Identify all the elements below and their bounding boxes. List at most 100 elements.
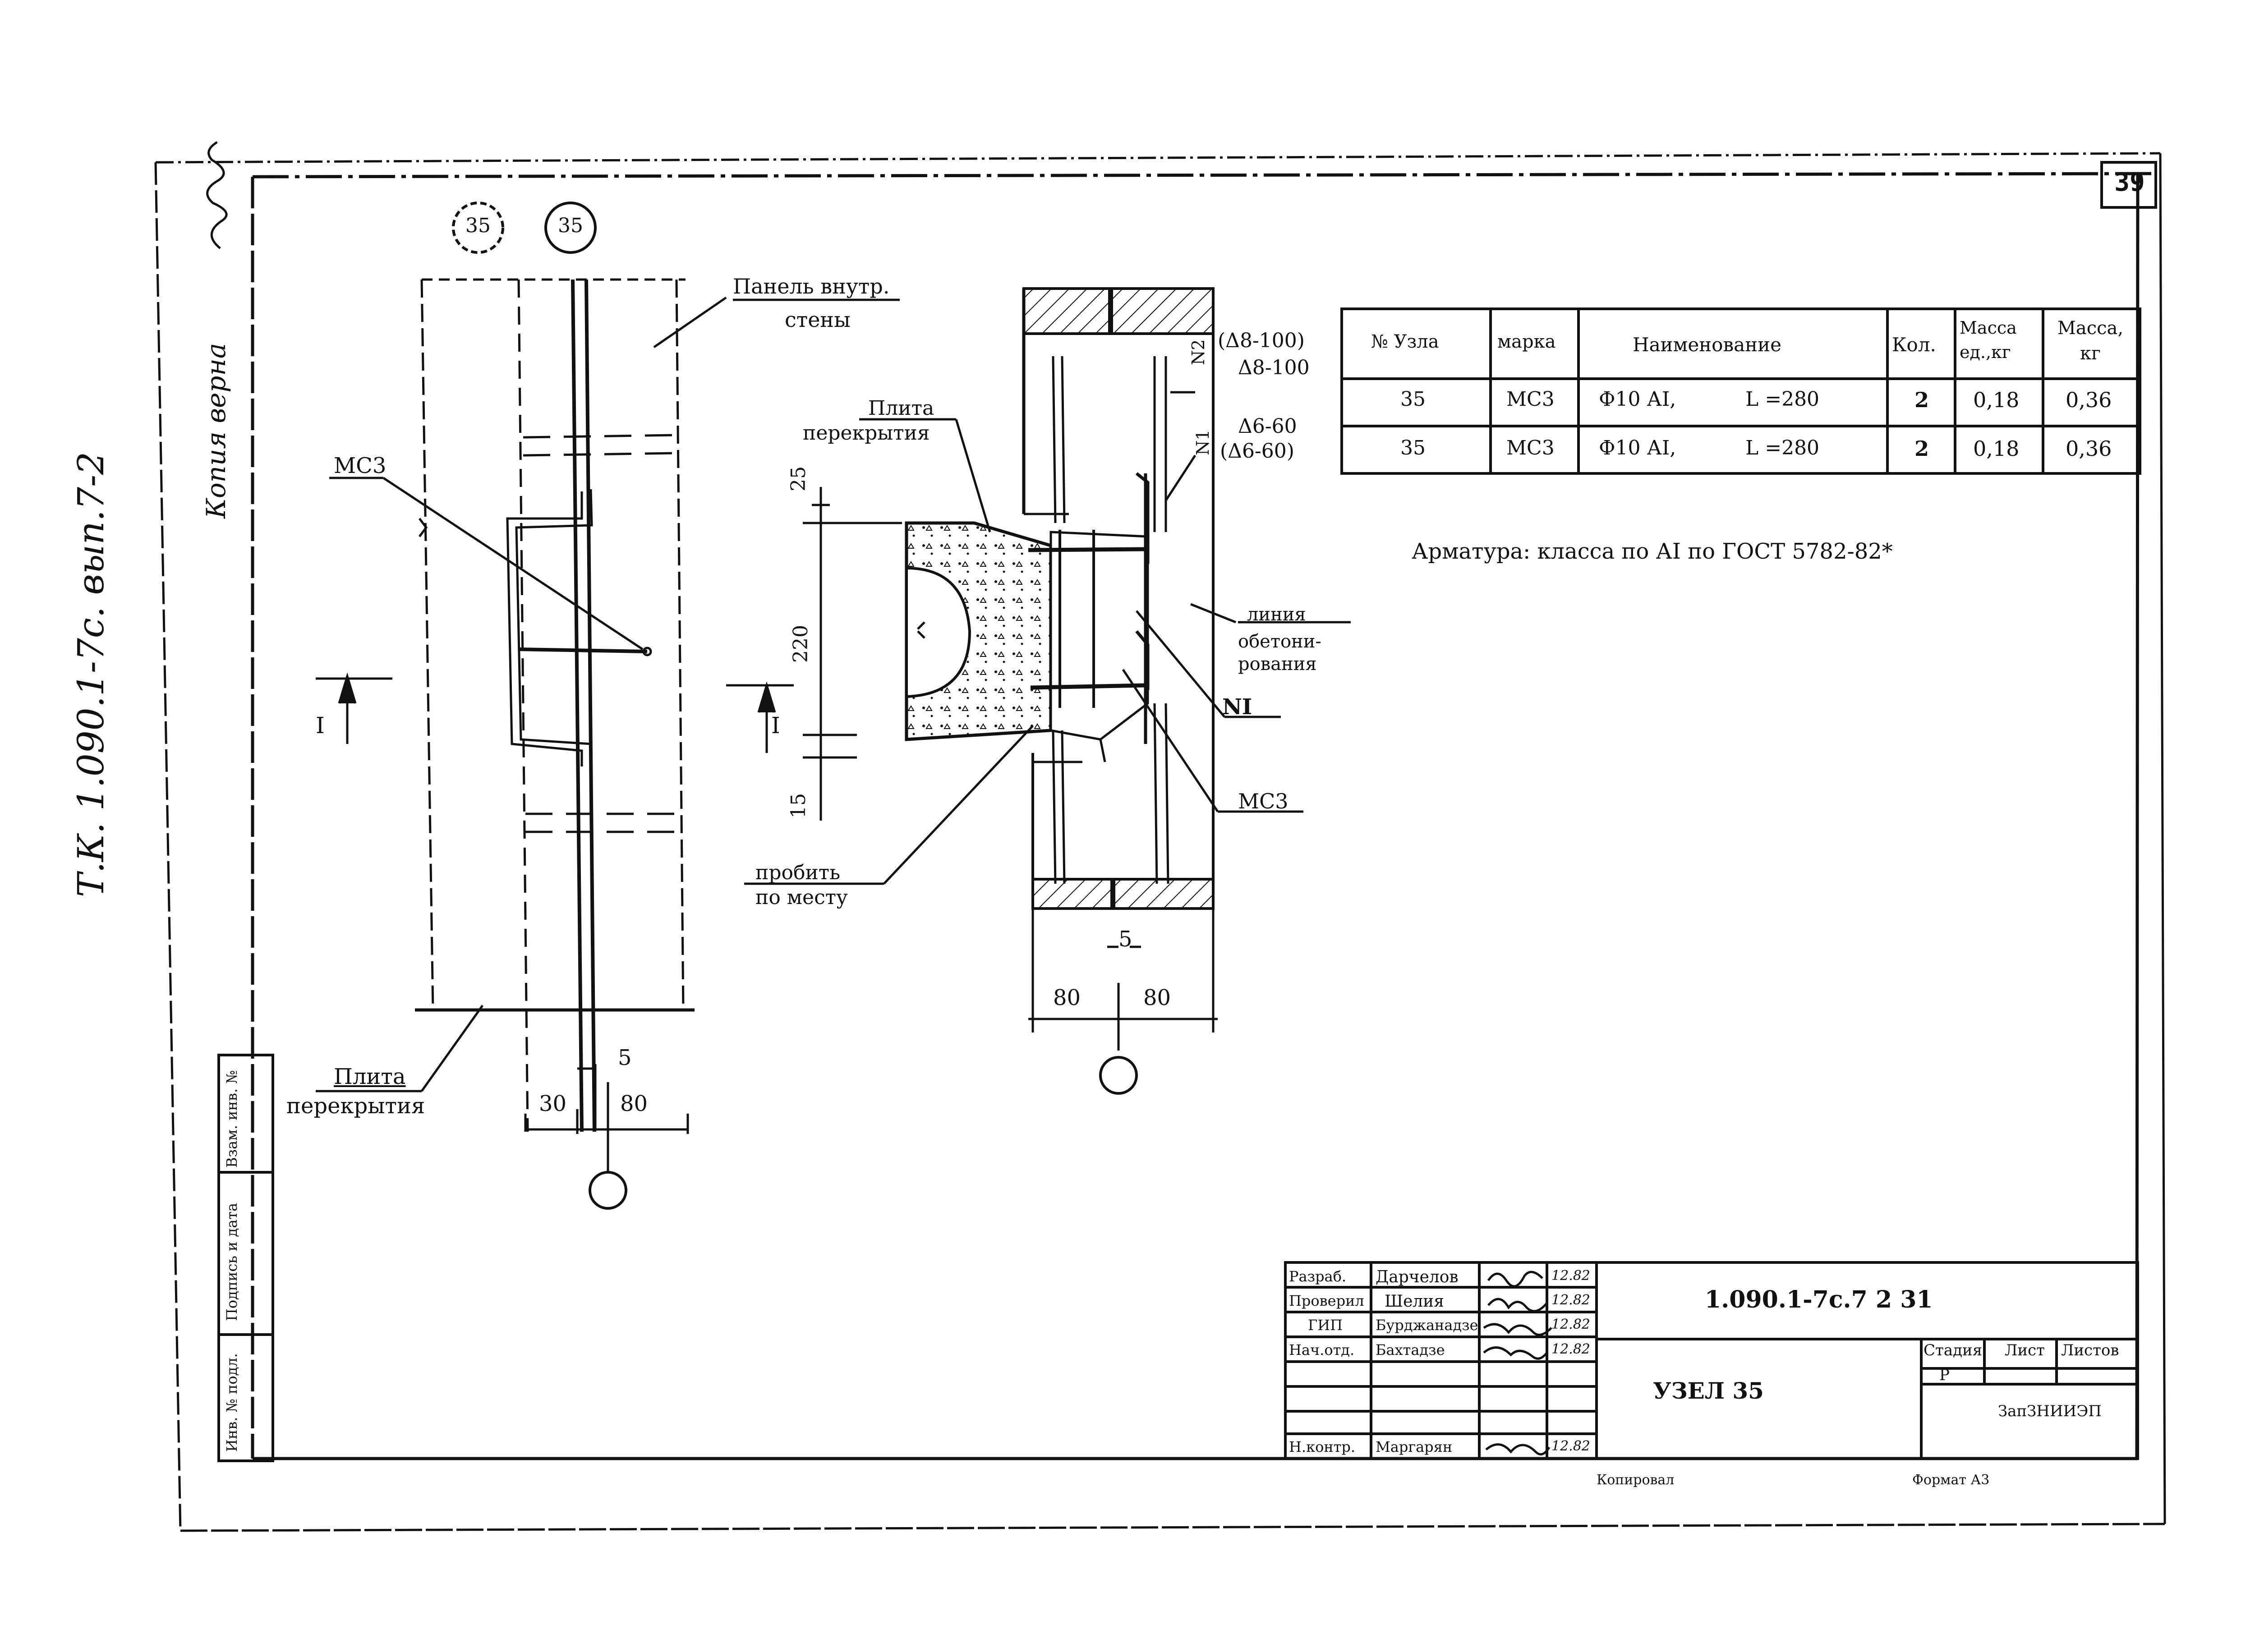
document-code: 1.090.1-7с.7 2 31 bbox=[1705, 1286, 1933, 1313]
outer-frame bbox=[154, 152, 2166, 1532]
section-mark-section: I bbox=[771, 712, 780, 739]
name-checked: Шелия bbox=[1385, 1292, 1444, 1311]
section-mark-left: I bbox=[316, 712, 325, 739]
left-view-leaders bbox=[316, 296, 900, 1092]
organization: ЗапЗНИИЭП bbox=[1998, 1402, 2102, 1420]
spec-row2-mark: МС3 bbox=[1506, 436, 1555, 459]
signatures bbox=[206, 141, 1552, 1456]
stamp-signature-date: Подпись и дата bbox=[223, 1202, 240, 1321]
left-dim-5: 5 bbox=[618, 1045, 632, 1070]
left-stamp-strip bbox=[217, 1054, 274, 1462]
sheet-number: 39 bbox=[2114, 168, 2145, 197]
inner-frame bbox=[251, 172, 2156, 1460]
section-dim-25: 25 bbox=[787, 466, 810, 491]
role-dept-head: Нач.отд. bbox=[1289, 1341, 1355, 1358]
callout-circle-1 bbox=[452, 202, 504, 254]
section-dim-80a: 80 bbox=[1053, 985, 1081, 1010]
sheet-label: Лист bbox=[2005, 1341, 2045, 1359]
node-title: УЗЕЛ 35 bbox=[1653, 1377, 1764, 1404]
side-note-series: Т.К. 1.090.1-7с. вып.7-2 bbox=[70, 451, 112, 897]
spec-row1-rod: Ф10 АI, bbox=[1599, 388, 1676, 411]
left-view-outline bbox=[415, 278, 695, 1132]
spec-row2-node: 35 bbox=[1400, 436, 1426, 459]
role-norm-control: Н.контр. bbox=[1289, 1438, 1356, 1455]
spec-row2-qty: 2 bbox=[1914, 436, 1929, 461]
n2-label: N2 bbox=[1188, 339, 1208, 365]
stage-label: Стадия bbox=[1924, 1341, 1983, 1359]
date-dept-head: 12.82 bbox=[1551, 1341, 1590, 1357]
spec-row2-length: L =280 bbox=[1745, 436, 1820, 459]
spec-row2-rod: Ф10 АI, bbox=[1599, 436, 1676, 459]
n1-spec-1: Δ6-60 bbox=[1238, 415, 1297, 438]
left-view-dimensions bbox=[524, 1064, 689, 1210]
stamp-replaces-inv: Взам. инв. № bbox=[223, 1070, 240, 1168]
spec-header-unit-mass: Масса ед.,кг bbox=[1960, 318, 2017, 362]
date-chief-engineer: 12.82 bbox=[1551, 1317, 1590, 1332]
spec-row1-unit-mass: 0,18 bbox=[1973, 388, 2020, 412]
spec-header-mark: марка bbox=[1497, 331, 1556, 352]
n2-spec-1: (Δ8-100) bbox=[1218, 329, 1305, 352]
date-checked: 12.82 bbox=[1551, 1292, 1590, 1308]
name-developer: Дарчелов bbox=[1376, 1268, 1459, 1286]
sheet-number-box bbox=[2100, 161, 2157, 209]
slab-label-left-line2: перекрытия bbox=[286, 1093, 425, 1119]
callout-number-1: 35 bbox=[465, 214, 491, 237]
panel-label-line2: стены bbox=[785, 307, 851, 332]
n2-spec-2: Δ8-100 bbox=[1238, 356, 1310, 379]
role-developer: Разраб. bbox=[1289, 1268, 1347, 1285]
reinforcement-note: Арматура: класса по АI по ГОСТ 5782-82* bbox=[1412, 539, 1893, 564]
n1-label: N1 bbox=[1193, 429, 1213, 455]
spec-header-qty: Кол. bbox=[1892, 334, 1936, 356]
section-dim-80b: 80 bbox=[1143, 985, 1171, 1010]
section-slab-label-line2: перекрытия bbox=[803, 422, 930, 445]
side-note-copy: Копия верна bbox=[201, 343, 231, 519]
concrete-line-label-2: обетони- bbox=[1238, 631, 1321, 652]
stamp-original-inv: Инв. № подл. bbox=[223, 1353, 240, 1452]
spec-header-mass: Масса, кг bbox=[2057, 318, 2124, 364]
spec-row2-mass: 0,36 bbox=[2066, 436, 2112, 461]
concrete-line-label-1: линия bbox=[1247, 604, 1306, 625]
n1-spec-2: (Δ6-60) bbox=[1220, 440, 1294, 463]
role-checked: Проверил bbox=[1289, 1292, 1364, 1309]
callout-number-2: 35 bbox=[558, 214, 583, 237]
slab-label-left-line1: Плита bbox=[334, 1064, 406, 1089]
format-note: Формат А3 bbox=[1912, 1472, 1990, 1488]
mc3-label-section: МС3 bbox=[1238, 789, 1289, 813]
spec-row2-unit-mass: 0,18 bbox=[1973, 436, 2020, 461]
punch-label-1: пробить bbox=[755, 861, 841, 884]
spec-row1-node: 35 bbox=[1400, 388, 1426, 411]
callout-circle-2 bbox=[544, 202, 597, 254]
date-developer: 12.82 bbox=[1551, 1268, 1590, 1284]
role-chief-engineer: ГИП bbox=[1308, 1317, 1343, 1334]
name-norm-control: Маргарян bbox=[1376, 1438, 1453, 1455]
title-block-grid bbox=[1284, 1261, 2139, 1460]
mc3-label-left: МС3 bbox=[334, 453, 387, 478]
section-dim-15: 15 bbox=[787, 793, 810, 818]
date-norm-control: 12.82 bbox=[1551, 1438, 1590, 1454]
spec-table-grid bbox=[1340, 307, 2141, 475]
spec-header-name: Наименование bbox=[1633, 334, 1781, 356]
name-chief-engineer: Бурджанадзе bbox=[1376, 1317, 1478, 1334]
section-dim-5: 5 bbox=[1118, 927, 1132, 952]
concrete-line-label-3: рования bbox=[1238, 654, 1317, 675]
ni-label: NI bbox=[1222, 694, 1252, 720]
punch-label-2: по месту bbox=[755, 886, 848, 909]
stage-value: Р bbox=[1939, 1366, 1950, 1384]
panel-label-line1: Панель внутр. bbox=[733, 274, 890, 298]
copied-note: Копировал bbox=[1597, 1472, 1675, 1488]
spec-row1-qty: 2 bbox=[1914, 388, 1929, 412]
sheets-label: Листов bbox=[2061, 1341, 2119, 1359]
spec-row1-mark: МС3 bbox=[1506, 388, 1555, 411]
spec-row1-mass: 0,36 bbox=[2066, 388, 2112, 412]
section-dimensions bbox=[803, 487, 1218, 1095]
section-slab-label-line1: Плита bbox=[868, 397, 934, 420]
name-dept-head: Бахтадзе bbox=[1376, 1341, 1445, 1358]
section-dim-220: 220 bbox=[789, 625, 812, 663]
spec-header-node: № Узла bbox=[1371, 331, 1439, 352]
section-view bbox=[905, 287, 1215, 910]
left-dim-80: 80 bbox=[620, 1091, 648, 1116]
left-dim-30: 30 bbox=[539, 1091, 567, 1116]
section-leaders bbox=[726, 391, 1351, 885]
spec-row1-length: L =280 bbox=[1745, 388, 1820, 411]
